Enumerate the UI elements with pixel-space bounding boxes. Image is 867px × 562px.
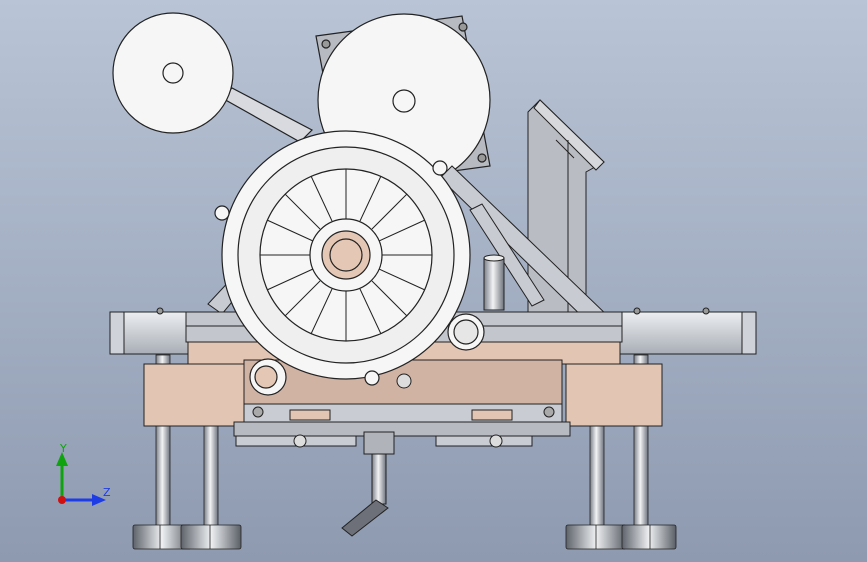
lever-handle	[341, 453, 389, 537]
triad-y-label: Y	[59, 442, 67, 455]
leveling-feet	[132, 524, 677, 550]
guide-post	[483, 254, 505, 311]
clamp-hardware	[235, 431, 533, 455]
orientation-triad: Y Z	[56, 442, 111, 506]
triad-z-label: Z	[103, 486, 111, 499]
motor-housing	[214, 130, 485, 396]
pulley-left	[112, 12, 314, 143]
